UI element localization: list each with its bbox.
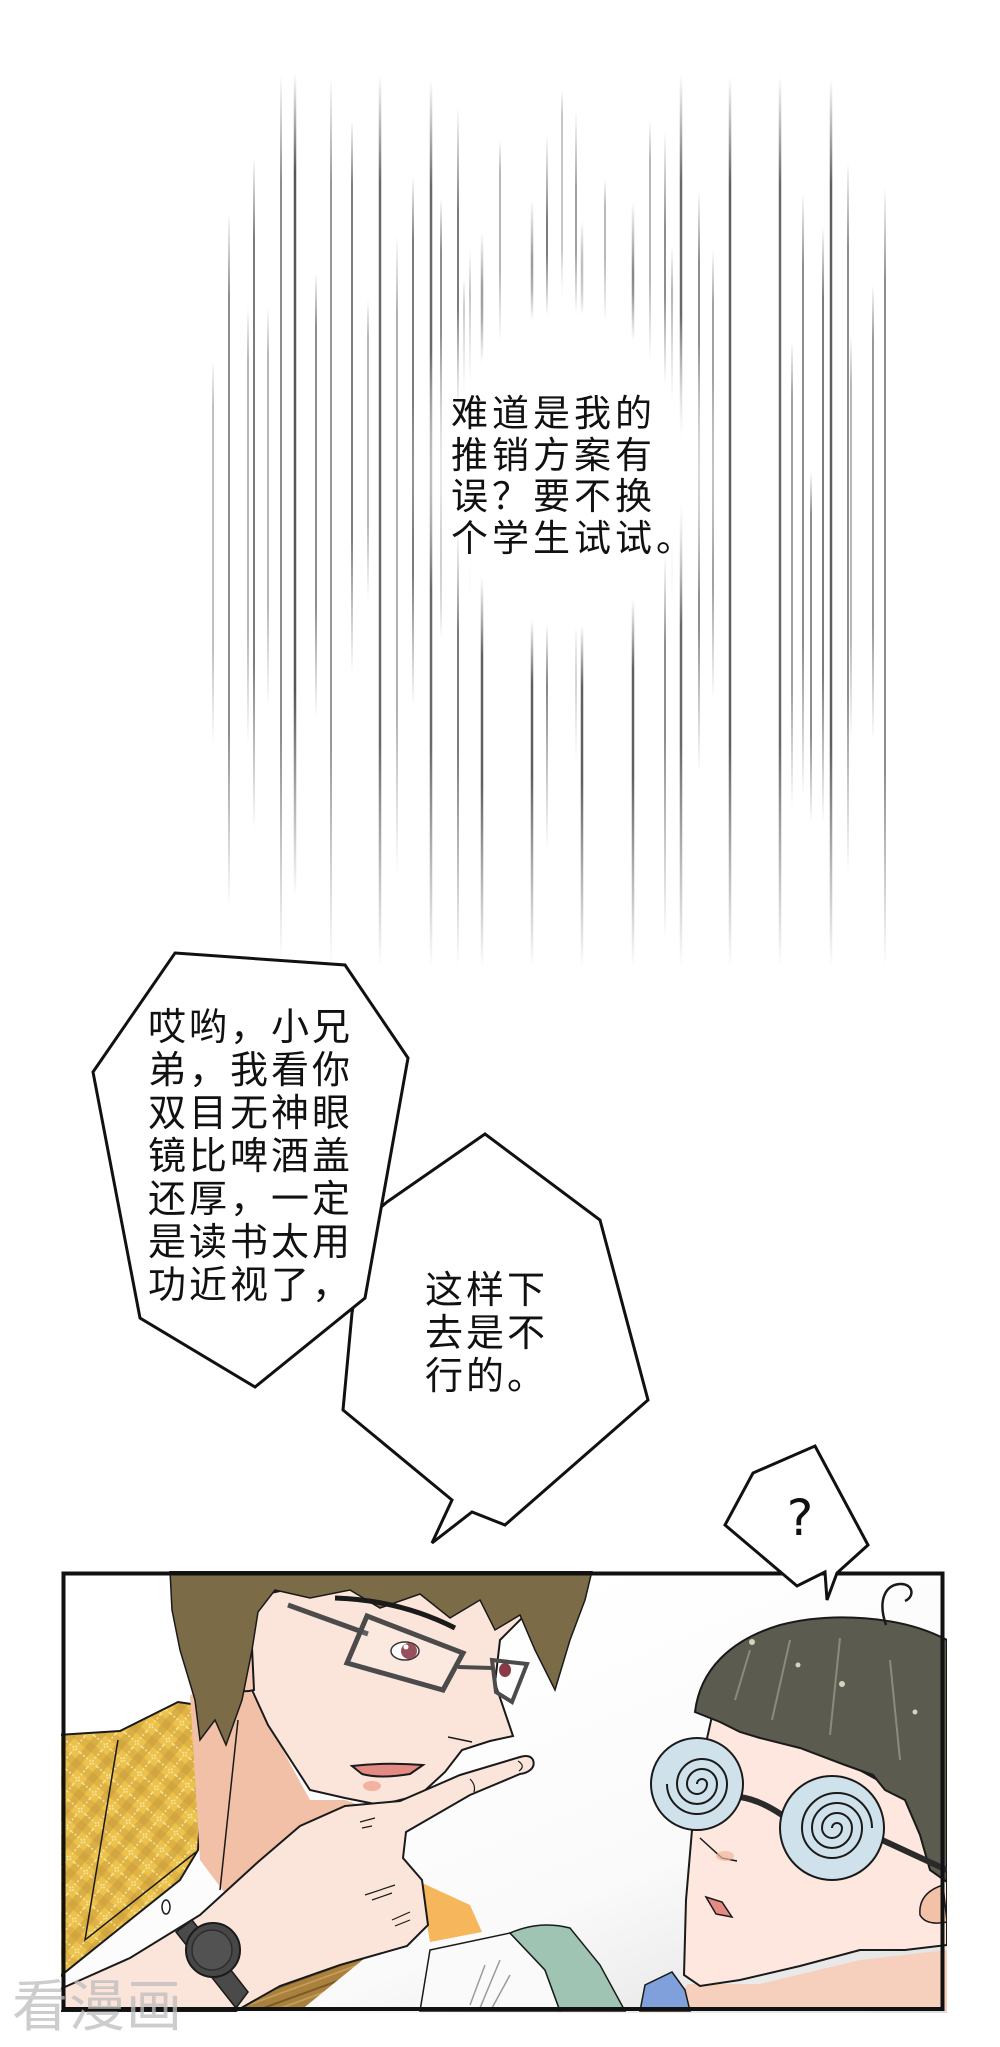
speed-line bbox=[315, 273, 317, 717]
flash-glow bbox=[405, 252, 729, 688]
speed-line bbox=[810, 472, 812, 823]
glasses-bridge bbox=[457, 1665, 493, 1670]
speed-line bbox=[802, 193, 804, 797]
speech-line: 是读书太用 bbox=[148, 1220, 354, 1264]
man-hair bbox=[169, 1570, 593, 1748]
speed-line bbox=[728, 77, 732, 967]
speed-line bbox=[293, 73, 297, 897]
speed-line bbox=[378, 75, 382, 967]
thought-line: 个学生试试。 bbox=[451, 516, 697, 560]
speed-line bbox=[499, 140, 501, 400]
thought-line: 误？要不换 bbox=[451, 475, 656, 518]
speed-line bbox=[228, 213, 230, 907]
glasses-temple bbox=[880, 1837, 949, 1873]
speech-bubble-left bbox=[91, 951, 410, 1389]
thought-line: 难道是我的 bbox=[451, 392, 656, 435]
panel-border bbox=[61, 1571, 945, 2011]
thought-text: 难道是我的 推销方案有 误？要不换 个学生试试。 bbox=[451, 393, 697, 559]
neck-line bbox=[219, 1719, 239, 1891]
man-eye-rear bbox=[499, 1663, 511, 1677]
speed-line bbox=[822, 227, 824, 823]
orange-patch bbox=[420, 1882, 482, 1942]
man-mouth bbox=[349, 1762, 426, 1778]
speech-line: 行的。 bbox=[425, 1354, 549, 1398]
jacket-lapel bbox=[83, 1739, 197, 1942]
jacket-button bbox=[161, 1899, 171, 1915]
watermark: 看漫画 bbox=[12, 1975, 183, 2040]
thought-line: 推销方案有 bbox=[451, 433, 656, 477]
speed-line bbox=[778, 77, 782, 967]
speed-line bbox=[791, 341, 793, 807]
man-character bbox=[57, 1570, 593, 2012]
speed-line bbox=[351, 120, 353, 673]
eye-highlight bbox=[403, 1644, 409, 1650]
hair-highlight bbox=[749, 1639, 918, 1715]
boy-neck bbox=[668, 1950, 947, 2011]
speed-line bbox=[561, 90, 563, 300]
shirt-shading bbox=[469, 1959, 511, 2009]
boy-nose-blush bbox=[716, 1851, 734, 1861]
glasses-lens-front bbox=[343, 1612, 467, 1693]
glasses-temple bbox=[287, 1602, 369, 1637]
speed-line bbox=[847, 162, 849, 873]
glasses-bridge bbox=[739, 1794, 784, 1818]
speed-line bbox=[872, 285, 874, 740]
jacket-lower bbox=[236, 1958, 365, 2011]
boy-ahoge-curl bbox=[881, 1582, 913, 1626]
speed-line bbox=[884, 187, 886, 967]
panel-illustration bbox=[57, 1570, 949, 2013]
speed-line bbox=[247, 307, 249, 745]
boy-hair bbox=[693, 1616, 948, 1884]
speech-line: 弟，我看你 bbox=[148, 1048, 354, 1092]
man-nostril bbox=[447, 1736, 473, 1743]
speech-line: 哎哟，小兄 bbox=[148, 1005, 354, 1049]
speech-text-left: 哎哟，小兄 弟，我看你 双目无神眼 镜比啤酒盖 还厚，一定 是读书太用 功近视了… bbox=[148, 1006, 353, 1307]
boy-ear bbox=[919, 1884, 948, 1924]
speed-line bbox=[267, 307, 269, 707]
wristwatch bbox=[174, 1918, 249, 2010]
speed-line bbox=[330, 77, 332, 967]
glasses-lens-rear bbox=[489, 1657, 530, 1705]
swirl-icon bbox=[800, 1792, 873, 1859]
speech-text-right: 这样下 去是不 行的。 bbox=[425, 1269, 548, 1398]
speed-line bbox=[396, 235, 398, 873]
speech-line: 镜比啤酒盖 bbox=[148, 1134, 354, 1178]
speed-line bbox=[829, 79, 833, 967]
speech-line: 还厚，一定 bbox=[148, 1177, 354, 1221]
speed-line bbox=[280, 75, 282, 960]
speed-line bbox=[850, 335, 852, 740]
speech-line: 双目无神眼 bbox=[148, 1091, 354, 1135]
man-blush bbox=[363, 1781, 381, 1791]
boy-hair-strands bbox=[734, 1637, 901, 1761]
speed-line bbox=[253, 157, 255, 830]
swirl-glasses bbox=[650, 1737, 949, 1881]
boy-character bbox=[419, 1582, 949, 2012]
watch-face bbox=[191, 1929, 233, 1971]
speech-line: 功近视了， bbox=[148, 1263, 354, 1307]
man-eyebrow bbox=[334, 1595, 457, 1631]
speech-line: 这样下 bbox=[425, 1268, 549, 1312]
boy-mouth bbox=[704, 1895, 734, 1919]
comic-panel bbox=[57, 1570, 949, 2013]
speed-line bbox=[212, 360, 214, 745]
question-bubble bbox=[723, 1444, 870, 1601]
fingernail bbox=[517, 1760, 523, 1772]
speech-line: 去是不 bbox=[425, 1311, 549, 1355]
knuckle-lines bbox=[359, 1778, 476, 1927]
speed-line bbox=[367, 300, 369, 600]
question-mark-text: ? bbox=[786, 1489, 814, 1547]
rectangular-glasses bbox=[287, 1602, 530, 1705]
swirl-icon bbox=[666, 1758, 729, 1815]
speed-lines-effect bbox=[212, 73, 886, 967]
